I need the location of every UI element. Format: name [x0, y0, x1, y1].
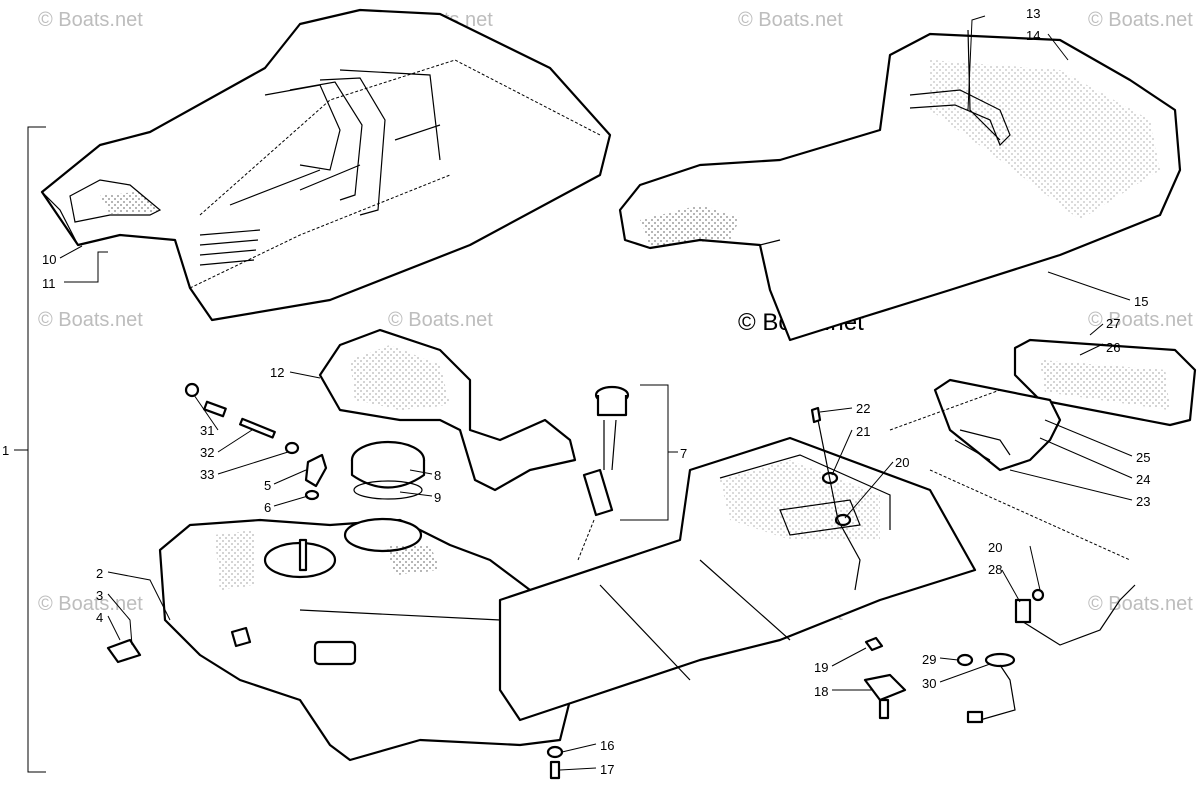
watermark: © Boats.net — [388, 309, 493, 331]
fuel-sender — [577, 384, 678, 561]
callout-26: 26 — [1106, 340, 1120, 355]
watermark: © Boats.net — [38, 593, 143, 615]
callout-12: 12 — [270, 365, 284, 380]
wire-harness — [956, 584, 1136, 724]
callout-31: 31 — [200, 423, 214, 438]
callout-29: 29 — [922, 652, 936, 667]
seat-base — [498, 436, 977, 722]
callout-32: 32 — [200, 445, 214, 460]
callout-7: 7 — [680, 446, 687, 461]
callout-21: 21 — [856, 424, 870, 439]
rear-cover — [318, 328, 577, 492]
callout-8: 8 — [434, 468, 441, 483]
callout-25: 25 — [1136, 450, 1150, 465]
callout-4: 4 — [96, 610, 103, 625]
callout-14: 14 — [1026, 28, 1040, 43]
fuel-cap — [350, 440, 426, 500]
callout-20-b: 20 — [988, 540, 1002, 555]
callout-3: 3 — [96, 588, 103, 603]
callout-5: 5 — [264, 478, 271, 493]
watermark: © Boats.net — [1088, 593, 1193, 615]
callout-20: 20 — [895, 455, 909, 470]
callout-6: 6 — [264, 500, 271, 515]
callout-30: 30 — [922, 676, 936, 691]
callout-17: 17 — [600, 762, 614, 777]
callout-16: 16 — [600, 738, 614, 753]
callout-1: 1 — [2, 443, 9, 458]
callout-10: 10 — [42, 252, 56, 267]
callout-18: 18 — [814, 684, 828, 699]
watermark: © Boats.net — [1088, 9, 1193, 31]
fuel-tank — [158, 517, 572, 762]
callout-28: 28 — [988, 562, 1002, 577]
callout-19: 19 — [814, 660, 828, 675]
leader-lines — [59, 15, 1133, 771]
callout-23: 23 — [1136, 494, 1150, 509]
seat-graphic — [40, 8, 612, 322]
callout-labels: 1 2 3 4 5 6 7 8 9 10 11 12 13 14 15 16 1… — [2, 6, 1150, 777]
callout-9: 9 — [434, 490, 441, 505]
callout-15: 15 — [1134, 294, 1148, 309]
watermark: © Boats.net — [38, 9, 143, 31]
callout-24: 24 — [1136, 472, 1150, 487]
callout-11: 11 — [42, 276, 56, 291]
seat-plain — [618, 29, 1182, 342]
hardware — [106, 382, 907, 780]
tail-light — [889, 338, 1197, 561]
watermark: © Boats.net — [738, 9, 843, 31]
watermark: © Boats.net — [38, 309, 143, 331]
callout-33: 33 — [200, 467, 214, 482]
assembly-bracket — [14, 126, 46, 773]
callout-13: 13 — [1026, 6, 1040, 21]
callout-27: 27 — [1106, 316, 1120, 331]
callout-22: 22 — [856, 401, 870, 416]
watermark: © Boats.net — [1088, 309, 1193, 331]
callout-2: 2 — [96, 566, 103, 581]
